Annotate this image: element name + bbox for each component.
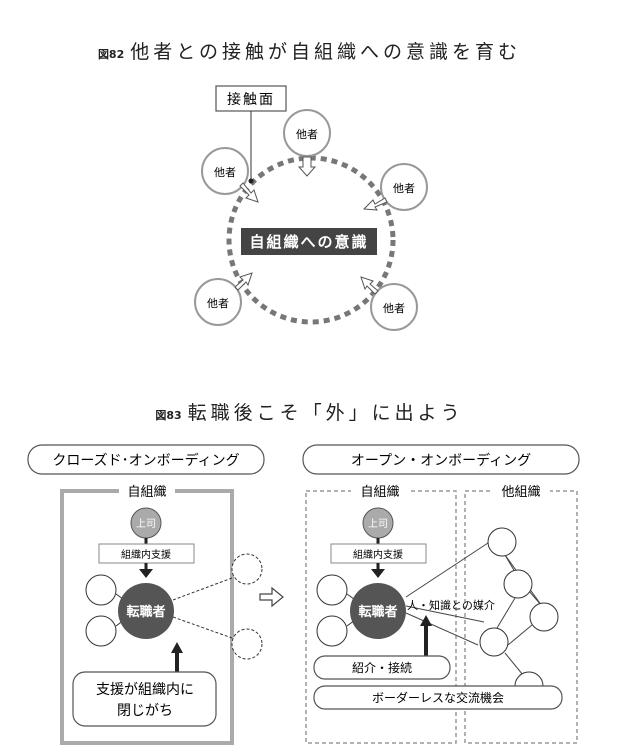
fig83-diagram: クローズド･オンボーディング 自組織 上司 組織内支援 転職者 支援が組織内に … xyxy=(27,444,580,745)
other-org-network-links xyxy=(405,540,543,676)
contact-pointer-dot xyxy=(248,178,254,184)
open-intro-box xyxy=(313,655,451,680)
open-self-org-label: 自組織 xyxy=(360,485,399,500)
fig82-title-text: 他者との接触が自組織への意識を育む xyxy=(130,41,522,63)
svg-text:他者: 他者 xyxy=(214,166,236,179)
other-node-top: 他者 xyxy=(283,109,331,177)
closed-outside-node-1 xyxy=(231,553,263,585)
other-org-node-1 xyxy=(487,527,517,557)
center-label-box xyxy=(241,228,377,255)
open-support-label: 組織内支援 xyxy=(353,548,403,561)
svg-text:他者: 他者 xyxy=(207,297,229,310)
other-org-node-2 xyxy=(503,569,533,599)
closed-title: クローズド･オンボーディング xyxy=(52,452,239,469)
closed-org-label: 自組織 xyxy=(127,485,166,500)
closed-person-node xyxy=(118,583,174,639)
other-org-node-3 xyxy=(529,602,559,632)
closed-note-box xyxy=(72,671,217,727)
svg-text:他者: 他者 xyxy=(383,302,405,315)
open-title-box xyxy=(302,444,580,475)
open-borderless-box xyxy=(313,685,563,710)
open-borderless-label: ボーダーレスな交流機会 xyxy=(372,690,504,705)
other-node-right-top: 他者 xyxy=(362,163,428,211)
fig83-number: 図83 xyxy=(155,409,182,422)
other-node-right-bottom: 他者 xyxy=(360,276,418,331)
other-node-left-bottom: 他者 xyxy=(194,272,253,326)
open-other-org-label: 他組織 xyxy=(501,485,540,500)
closed-note-line2: 閉じがち xyxy=(117,703,173,719)
open-intro-label: 紹介・接続 xyxy=(352,660,412,675)
open-peer-node-1 xyxy=(316,574,348,606)
closed-person-label: 転職者 xyxy=(126,604,165,620)
svg-text:他者: 他者 xyxy=(296,128,318,141)
closed-dashed-link-2 xyxy=(172,616,233,639)
other-org-node-4 xyxy=(479,627,509,657)
open-person-label: 転職者 xyxy=(358,604,397,620)
fig82-diagram: 自組織への意識 接触面 他者 他者 他者 他者 他者 xyxy=(194,85,428,331)
other-node-left-top: 他者 xyxy=(201,147,259,203)
open-boss-label: 上司 xyxy=(368,518,388,530)
fig83-title: 図83 転職後こそ「外」に出よう xyxy=(0,398,619,425)
closed-title-box xyxy=(27,444,265,475)
open-title: オープン・オンボーディング xyxy=(351,452,531,469)
closed-dashed-link-1 xyxy=(172,577,233,601)
closed-peer-node-1 xyxy=(85,574,117,606)
open-peer-node-2 xyxy=(316,615,348,647)
closed-boss-label: 上司 xyxy=(136,518,156,530)
closed-note-line1: 支援が組織内に xyxy=(96,682,194,698)
open-person-node xyxy=(350,583,406,639)
center-label: 自組織への意識 xyxy=(249,233,368,251)
open-self-org-boundary xyxy=(305,490,457,744)
closed-outside-node-2 xyxy=(231,628,263,660)
svg-text:他者: 他者 xyxy=(393,182,415,195)
closed-support-label: 組織内支援 xyxy=(121,548,171,561)
closed-peer-node-2 xyxy=(85,615,117,647)
fig82-number: 図82 xyxy=(97,48,125,61)
fig82-title: 図82 他者との接触が自組織への意識を育む xyxy=(0,37,619,64)
open-mediation-label: 人・知識との媒介 xyxy=(407,598,495,612)
transition-arrow xyxy=(259,586,284,608)
contact-label-box xyxy=(215,85,287,112)
fig83-title-text: 転職後こそ「外」に出よう xyxy=(187,402,464,424)
contact-label: 接触面 xyxy=(227,91,275,108)
